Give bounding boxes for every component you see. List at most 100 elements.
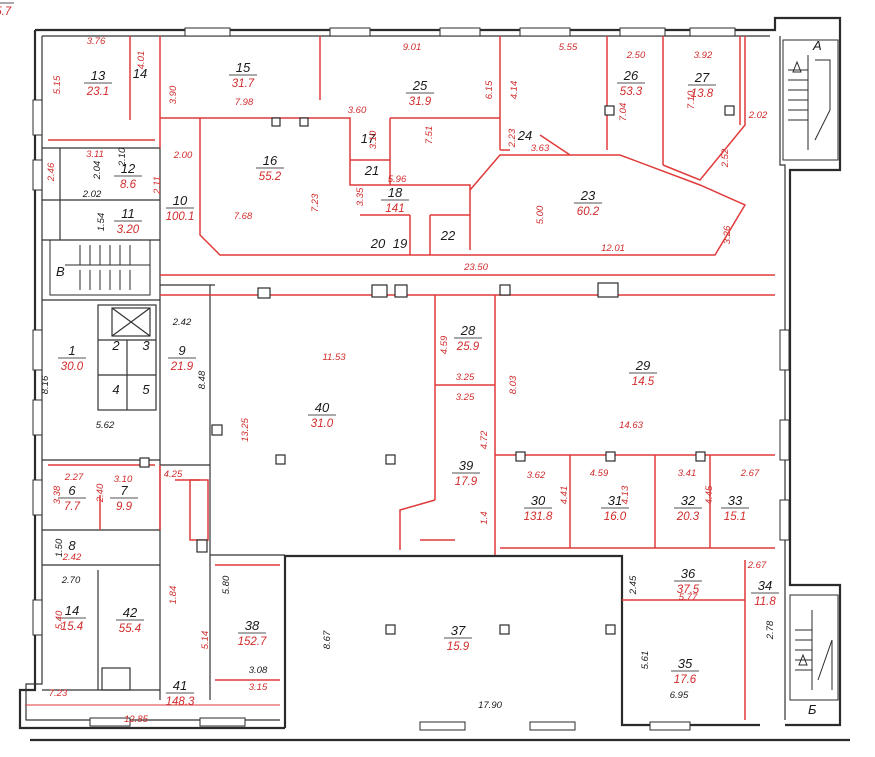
dimension-label: 2.67 [747, 560, 767, 571]
room-number: 29 [635, 358, 650, 373]
dimension-label: 14.63 [619, 420, 643, 431]
room-area: 9.9 [116, 501, 133, 513]
dimension-label: 2.46 [46, 162, 57, 182]
dimension-label: 3.10 [114, 474, 133, 485]
room-number: 32 [681, 493, 696, 508]
dimension-label: 3.11 [86, 149, 104, 160]
room-number: 24 [517, 128, 532, 143]
dimension-label: 4.41 [559, 486, 570, 505]
dimension-label: 4.45 [704, 485, 715, 504]
room-number: 11 [121, 206, 135, 221]
room-area: 31.0 [311, 418, 334, 430]
room-area: 7.7 [64, 501, 81, 513]
dimension-label: 3.90 [168, 85, 179, 104]
room-number: 35 [678, 656, 693, 671]
room-area: 13.8 [691, 88, 714, 100]
room-area: 31.9 [409, 96, 432, 108]
dimension-label: 5.14 [200, 631, 211, 650]
room-area: 100.1 [166, 211, 195, 223]
room-number: 38 [245, 618, 260, 633]
dimension-label: 3.60 [348, 105, 367, 116]
room-number: 17 [361, 131, 376, 146]
dimension-label: 2.42 [172, 317, 192, 328]
room-number: 3 [142, 338, 150, 353]
dimension-label: 2.27 [64, 472, 84, 483]
room-area: 14.5 [632, 376, 655, 388]
stair-v [49, 239, 151, 296]
dimension-label: 8.16 [40, 375, 51, 394]
dimension-label: 3.63 [531, 143, 550, 154]
dimension-label: 7.04 [618, 103, 629, 122]
room-number: 15 [236, 60, 251, 75]
room-number: 10 [173, 193, 188, 208]
dimension-label: 17.90 [478, 700, 502, 711]
dimension-label: 2.40 [95, 483, 106, 503]
dimension-label: 3.92 [694, 50, 713, 61]
room-area: 23.1 [86, 86, 109, 98]
dimension-label: 2.02 [748, 110, 768, 121]
room-number: 40 [315, 400, 330, 415]
room-number: 16 [263, 153, 278, 168]
room-area: 21.9 [170, 361, 194, 373]
dimension-label: 2.02 [82, 189, 102, 200]
room-area: 30.0 [61, 361, 84, 373]
dimension-label: 2.10 [117, 147, 128, 167]
room-number: 42 [123, 605, 138, 620]
dimension-label: 2.11 [152, 176, 163, 195]
room-area: 152.7 [238, 636, 267, 648]
dimension-label: 7.23 [310, 193, 321, 212]
room-area: 11.8 [754, 596, 776, 608]
dimension-label: 3.35 [355, 187, 366, 206]
dimension-label: 3.62 [527, 470, 546, 481]
dimension-label: 12.85 [124, 714, 148, 725]
dimension-label: 5.55 [559, 42, 578, 53]
dimension-label: 5.80 [221, 575, 232, 594]
room-number: 30 [531, 493, 546, 508]
room-area: 148.3 [166, 696, 195, 708]
dimension-label: 6.15 [484, 80, 495, 99]
room-number: 5 [142, 382, 150, 397]
dimension-label: 6.95 [670, 690, 689, 701]
dimension-label: 2.23 [507, 128, 518, 148]
room-number: 25 [412, 78, 428, 93]
dimension-label: 2.04 [92, 161, 103, 181]
dimension-label: 1.4 [479, 511, 490, 524]
room-area: 15.7 [0, 6, 12, 18]
room-number: 37 [451, 623, 466, 638]
dimension-label: 4.13 [620, 485, 631, 504]
room-area: 141 [385, 203, 404, 215]
room-number: 19 [393, 236, 407, 251]
dimension-label: 4.59 [439, 335, 450, 354]
dimension-label: 7.98 [235, 97, 254, 108]
dimension-label: 1.84 [168, 586, 179, 605]
room-number: 20 [370, 236, 386, 251]
dimension-label: 5.00 [535, 205, 546, 224]
room-number: 27 [694, 70, 710, 85]
dimension-label: 7.51 [424, 126, 435, 145]
partitions [25, 36, 775, 720]
dimension-label: 5.62 [96, 420, 115, 431]
stair-b [789, 594, 839, 701]
room-area: 25.9 [456, 341, 480, 353]
room-area: 17.9 [455, 476, 478, 488]
dimension-label: 3.08 [249, 665, 268, 676]
room-number: 39 [459, 458, 473, 473]
columns [139, 105, 735, 635]
dimension-label: 2.70 [61, 575, 81, 586]
dimension-label: 4.25 [164, 469, 183, 480]
dimension-label: 1.54 [96, 213, 107, 232]
dimension-label: 2.42 [62, 552, 82, 563]
room-number: 8 [68, 538, 76, 553]
dimension-label: 5.40 [54, 610, 65, 629]
room-area: 20.3 [676, 511, 700, 523]
room-number: 2 [111, 338, 120, 353]
dimension-label: 2.00 [173, 150, 193, 161]
dimension-label: 3.41 [678, 468, 697, 479]
dimension-label: 8.48 [197, 370, 208, 389]
dimension-label: 7.23 [49, 688, 68, 699]
room-number: 43 [0, 0, 8, 3]
room-number: 4 [112, 382, 119, 397]
room-area: 17.6 [674, 674, 697, 686]
room-area: 15.4 [61, 621, 83, 633]
